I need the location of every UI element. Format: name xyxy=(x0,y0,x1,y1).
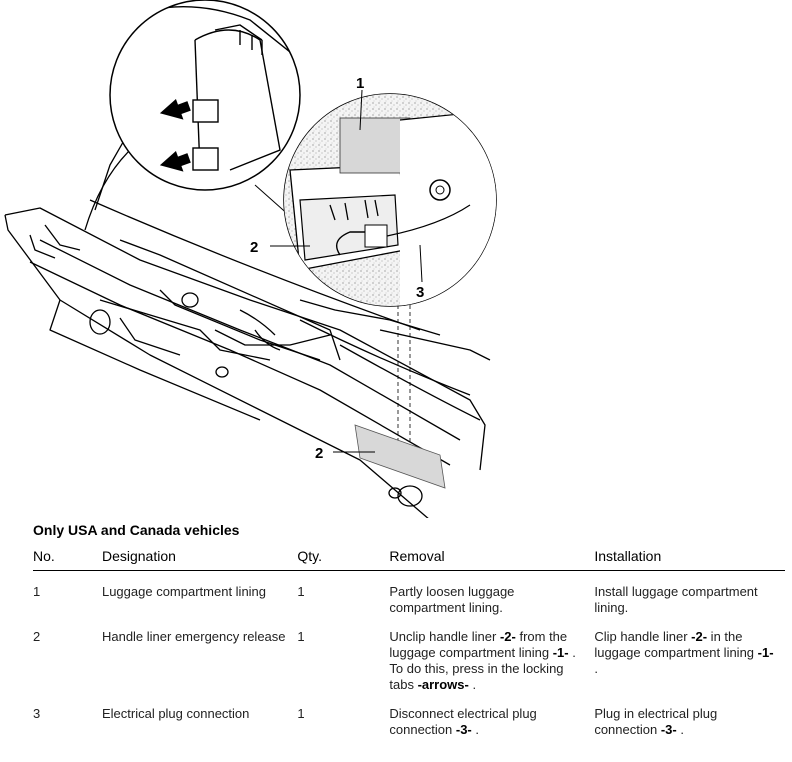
trunk-lid-illustration: 1 2 3 2 xyxy=(4,0,497,518)
handle-liner-highlight xyxy=(354,424,446,489)
row-qty: 1 xyxy=(297,706,305,721)
arrow-icon xyxy=(159,150,191,172)
table-row: 1 Luggage compartment lining 1 Partly lo… xyxy=(33,571,785,617)
row-removal: Unclip handle liner -2- from the luggage… xyxy=(389,629,576,692)
row-designation: Luggage compartment lining xyxy=(101,584,267,599)
header-installation: Installation xyxy=(594,546,785,571)
table-header-row: No. Designation Qty. Removal Installatio… xyxy=(33,546,785,571)
table-row: 2 Handle liner emergency release 1 Uncli… xyxy=(33,616,785,693)
callout-2-main: 2 xyxy=(315,445,323,462)
callout-1: 1 xyxy=(356,75,364,92)
row-qty: 1 xyxy=(297,584,305,599)
row-removal: Partly loosen luggage compartment lining… xyxy=(389,584,515,615)
row-designation: Handle liner emergency release xyxy=(101,629,286,644)
row-designation: Electrical plug connection xyxy=(101,706,250,721)
callout-3: 3 xyxy=(416,284,424,301)
plug-detail-circle xyxy=(270,89,497,307)
header-no: No. xyxy=(33,546,102,571)
arrow-icon xyxy=(159,98,191,120)
row-no: 1 xyxy=(33,584,41,599)
row-no: 3 xyxy=(33,706,41,721)
row-qty: 1 xyxy=(297,629,305,644)
row-removal: Disconnect electrical plug connection -3… xyxy=(389,706,537,737)
header-designation: Designation xyxy=(101,546,298,571)
callout-2-detail: 2 xyxy=(250,239,258,256)
locking-tabs-inset xyxy=(109,0,301,226)
row-installation: Clip handle liner -2- in the luggage com… xyxy=(594,629,774,676)
parts-table: No. Designation Qty. Removal Installatio… xyxy=(33,546,785,738)
row-installation: Plug in electrical plug connection -3- . xyxy=(594,706,718,737)
table-row: 3 Electrical plug connection 1 Disconnec… xyxy=(33,693,785,738)
row-no: 2 xyxy=(33,629,41,644)
header-removal: Removal xyxy=(389,546,595,571)
row-installation: Install luggage compartment lining. xyxy=(594,584,758,615)
header-qty: Qty. xyxy=(297,546,390,571)
section-heading: Only USA and Canada vehicles xyxy=(33,522,240,538)
